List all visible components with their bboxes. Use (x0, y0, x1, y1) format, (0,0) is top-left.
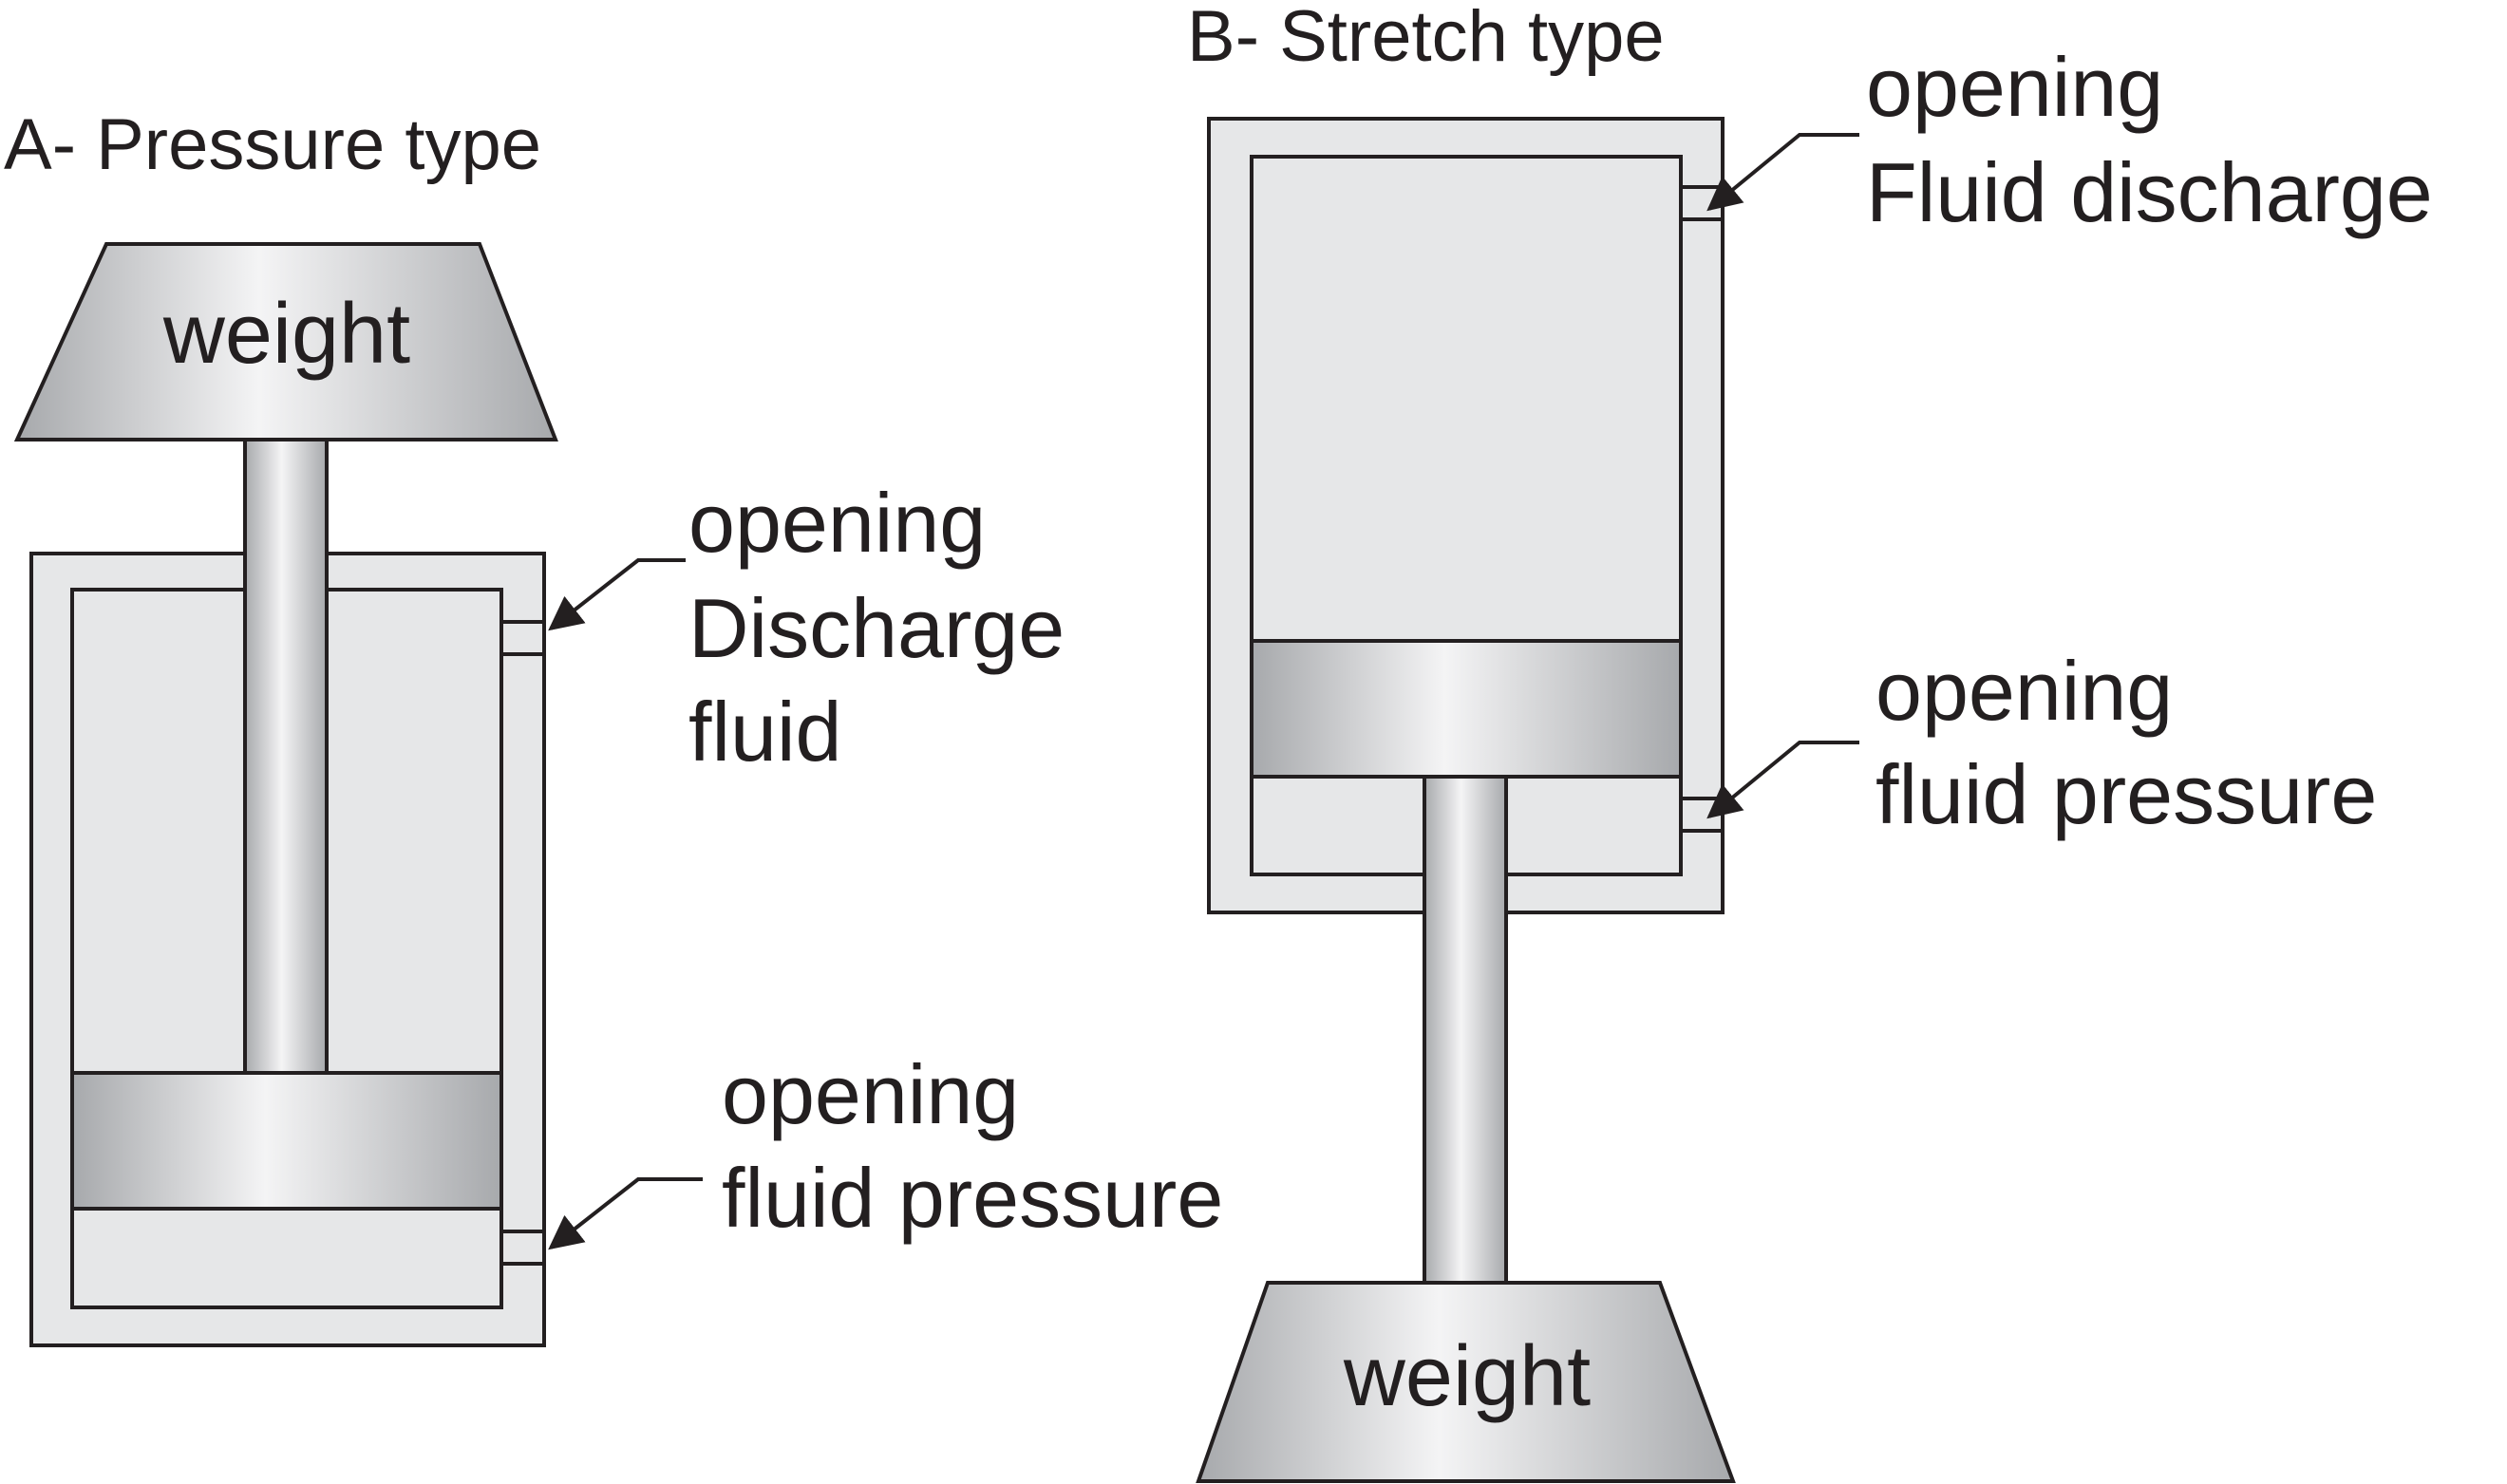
diagram-b: B- Stretch type weight opening Fluid dis… (1187, 0, 2433, 1483)
diagram-b-lower-port-label: opening fluid pressure (1876, 644, 2377, 841)
diagram-a-lower-leader (548, 1177, 703, 1250)
diagram-b-weight-label: weight (1343, 1329, 1591, 1424)
diagram-b-upper-leader (1706, 133, 1859, 212)
svg-text:fluid pressure: fluid pressure (1876, 747, 2377, 841)
diagram-a-piston-rod (243, 438, 329, 1075)
svg-text:Fluid discharge: Fluid discharge (1866, 145, 2433, 239)
diagram-b-lower-leader (1706, 741, 1859, 819)
diagram-a-lower-port (500, 1230, 546, 1266)
svg-text:opening: opening (722, 1047, 1019, 1141)
diagram-a-lower-port-label: opening fluid pressure (722, 1047, 1223, 1245)
diagram-b-upper-port-label: opening Fluid discharge (1866, 40, 2433, 239)
diagram-a-weight-label: weight (162, 287, 410, 382)
diagram-a-upper-port (500, 620, 546, 656)
diagram-b-piston (1250, 639, 1683, 779)
diagram-b-weight: weight (1196, 1281, 1736, 1483)
diagram-b-piston-rod (1423, 775, 1508, 1285)
diagram-a-upper-leader (548, 558, 686, 631)
svg-text:opening: opening (1866, 40, 2163, 134)
diagram-b-title: B- Stretch type (1187, 0, 1665, 77)
diagram-b-lower-port (1679, 797, 1725, 833)
diagram-a-piston (70, 1071, 503, 1211)
svg-text:Discharge: Discharge (688, 581, 1065, 675)
diagram-a: A- Pressure type weight opening Discharg… (4, 104, 1223, 1347)
svg-text:fluid: fluid (688, 685, 841, 779)
svg-text:opening: opening (688, 476, 986, 570)
diagram-a-title: A- Pressure type (4, 104, 541, 185)
diagram-a-weight: weight (13, 242, 558, 441)
svg-text:opening: opening (1876, 644, 2173, 738)
diagram-a-upper-port-label: opening Discharge fluid (688, 476, 1065, 779)
svg-text:fluid pressure: fluid pressure (722, 1151, 1223, 1245)
